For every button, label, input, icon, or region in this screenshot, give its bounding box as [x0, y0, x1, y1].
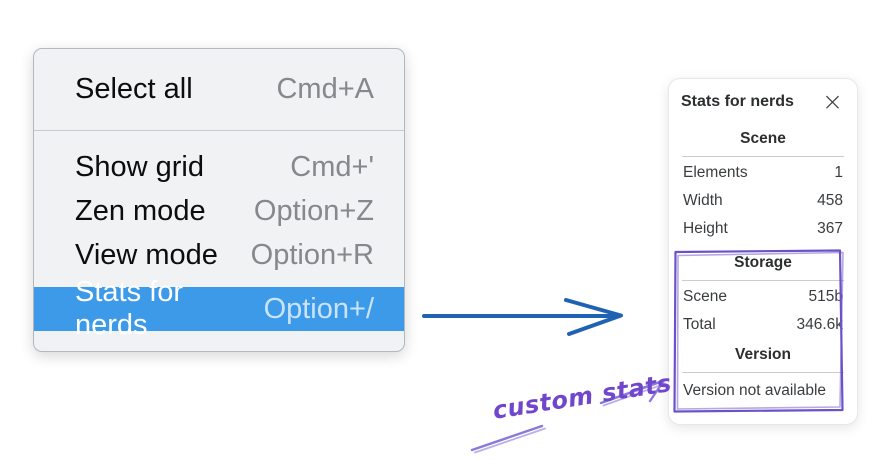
stat-label: Height	[683, 220, 728, 237]
stat-row-width: Width 458	[681, 187, 845, 215]
annotation-text: custom stats	[490, 368, 674, 425]
stat-label: Total	[683, 316, 716, 333]
stats-panel-title: Stats for nerds	[681, 93, 794, 110]
stat-label: Elements	[683, 164, 748, 181]
stats-panel: Stats for nerds × Scene Elements 1 Width…	[668, 78, 858, 425]
menu-item-label: Show grid	[75, 150, 204, 183]
menu-item-zen-mode[interactable]: Zen mode Option+Z	[34, 189, 404, 233]
stat-row-total-storage: Total 346.6k	[681, 311, 845, 339]
section-divider	[682, 156, 844, 157]
menu-item-view-mode[interactable]: View mode Option+R	[34, 233, 404, 277]
menu-item-shortcut: Option+/	[263, 292, 374, 325]
menu-item-shortcut: Cmd+'	[290, 150, 374, 183]
stat-value: 346.6k	[796, 316, 843, 333]
section-divider	[682, 280, 844, 281]
stat-label: Scene	[683, 288, 727, 305]
section-divider	[682, 372, 844, 373]
menu-item-select-all[interactable]: Select all Cmd+A	[34, 49, 404, 130]
menu-item-label: Select all	[75, 73, 193, 105]
menu-group: Show grid Cmd+' Zen mode Option+Z View m…	[34, 131, 404, 341]
menu-item-show-grid[interactable]: Show grid Cmd+'	[34, 145, 404, 189]
menu-item-stats-for-nerds[interactable]: Stats for nerds Option+/	[34, 276, 404, 341]
storage-section-heading: Storage	[734, 254, 792, 271]
context-menu: Select all Cmd+A Show grid Cmd+' Zen mod…	[33, 48, 405, 352]
stat-row-scene-storage: Scene 515b	[681, 283, 845, 311]
stat-value: 1	[834, 164, 843, 181]
menu-item-shortcut: Option+R	[250, 238, 374, 271]
stat-value: 458	[817, 192, 843, 209]
menu-item-shortcut: Option+Z	[253, 194, 374, 227]
flow-arrow	[422, 298, 623, 336]
stat-value: 367	[817, 220, 843, 237]
stat-label: Width	[683, 192, 723, 209]
stats-panel-header: Stats for nerds ×	[681, 87, 845, 116]
version-section-heading: Version	[735, 346, 791, 363]
stat-row-height: Height 367	[681, 215, 845, 243]
close-icon[interactable]: ×	[822, 87, 843, 116]
menu-item-label: Stats for nerds	[75, 276, 183, 341]
scene-section-heading: Scene	[740, 130, 786, 147]
stat-value: 515b	[808, 288, 843, 305]
menu-item-shortcut: Cmd+A	[276, 73, 374, 105]
version-note: Version not available	[683, 382, 827, 399]
menu-item-label: View mode	[75, 238, 218, 271]
menu-item-label: Zen mode	[75, 194, 206, 227]
menu-divider	[34, 130, 404, 131]
stat-row-elements: Elements 1	[681, 159, 845, 187]
